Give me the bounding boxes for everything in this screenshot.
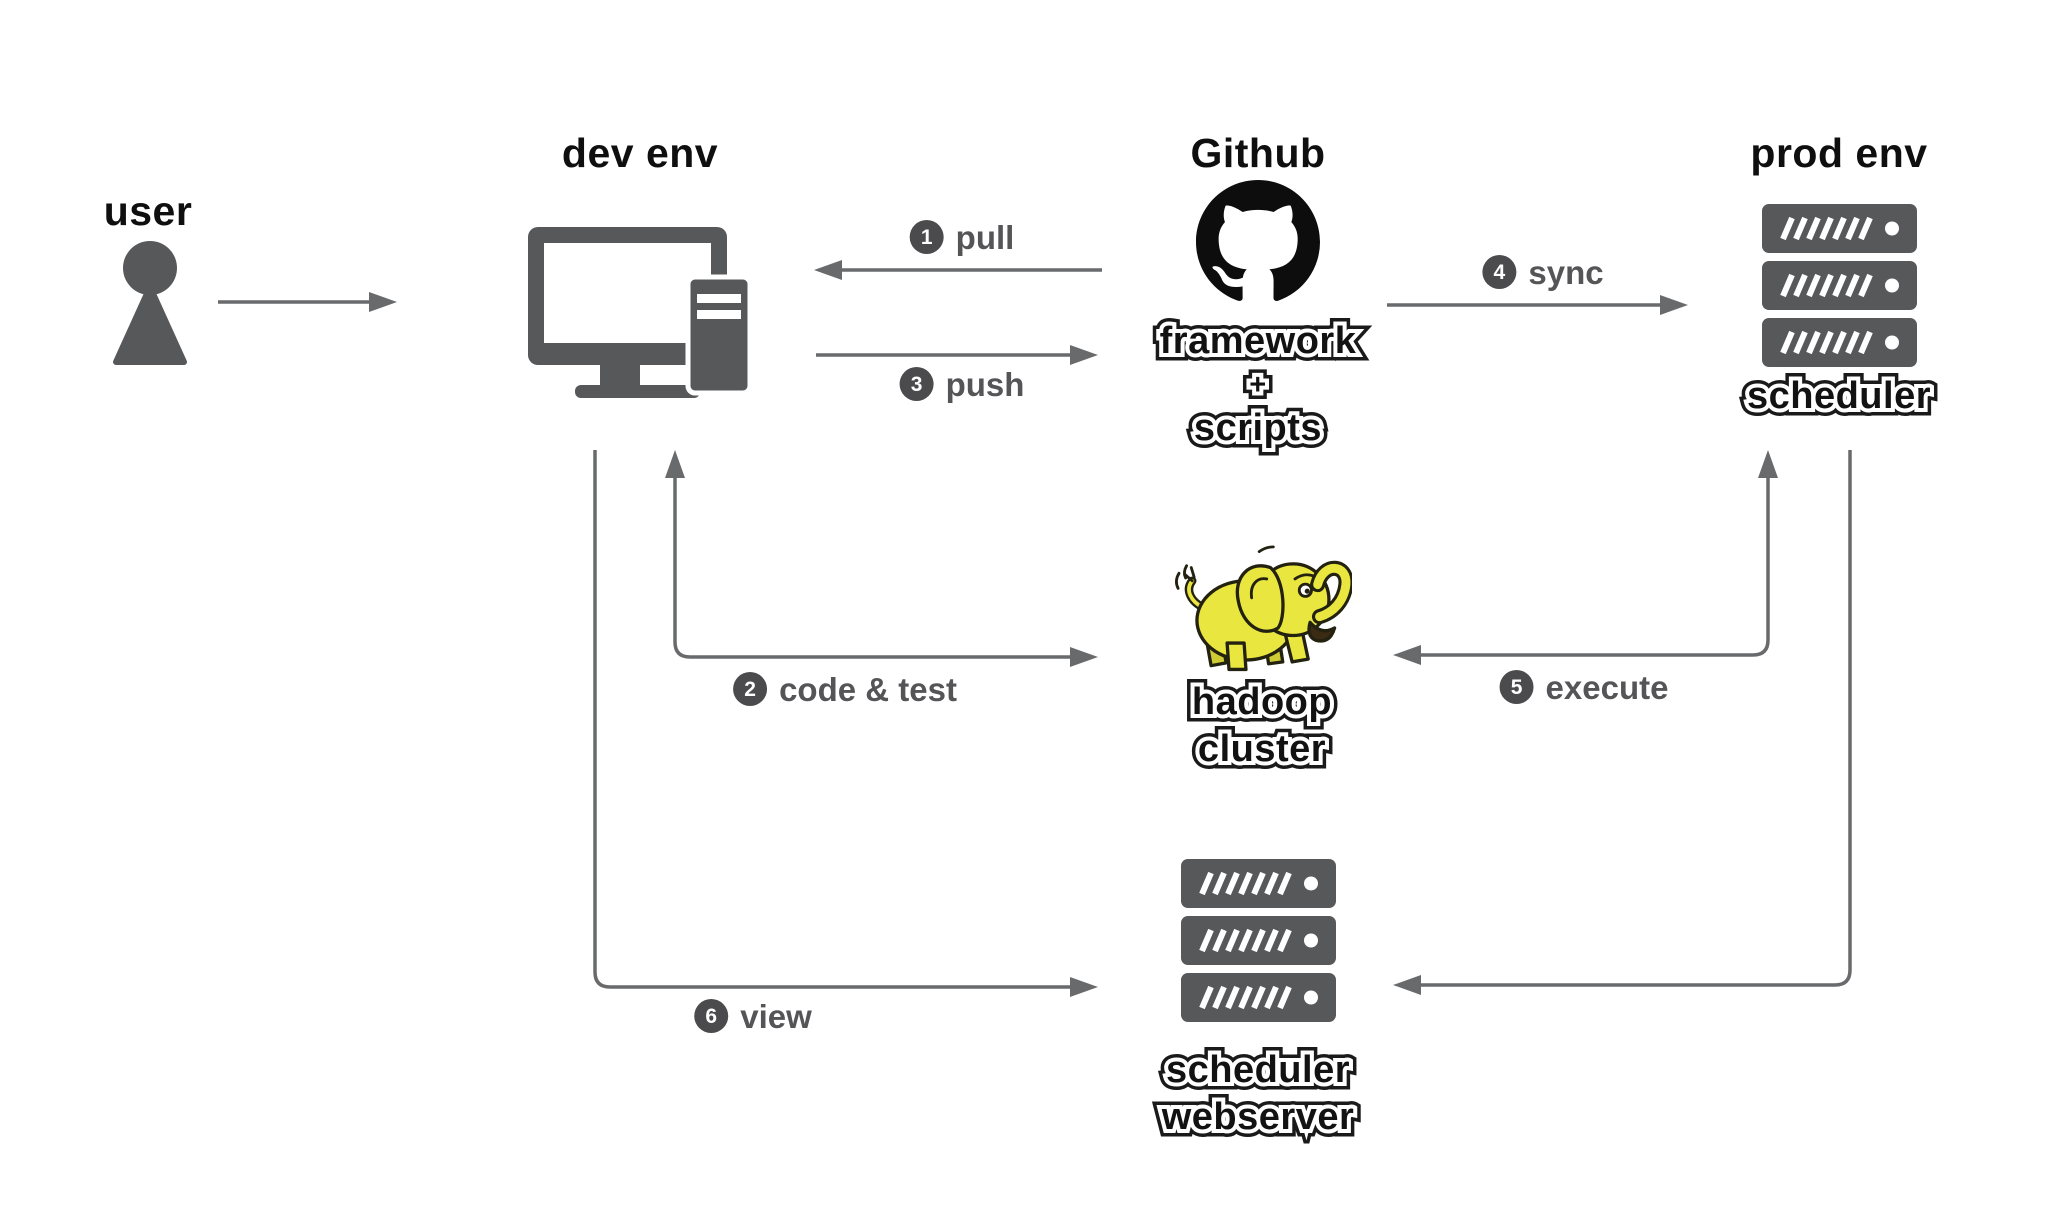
arrow-pull: [814, 260, 1102, 280]
dev-env-title: dev env: [561, 130, 719, 176]
arrow-execute: [1393, 450, 1778, 665]
arrow-view: [593, 450, 1098, 997]
person-icon: [113, 241, 187, 365]
arrow-code-and-test: [665, 450, 1098, 667]
flow-sync-number: 4: [1482, 255, 1517, 289]
flow-label-execute: 5 execute: [1499, 668, 1669, 706]
user-label: user: [103, 188, 193, 234]
scheduler-webserver-caption: scheduler webserver: [1162, 1047, 1355, 1141]
flow-label-pull: 1 pull: [909, 218, 1015, 256]
arrow-push: [816, 345, 1098, 365]
github-octocat-icon: [1196, 180, 1320, 301]
hadoop-cluster-caption: hadoop cluster: [1192, 679, 1332, 773]
flow-pull-number: 1: [909, 220, 944, 254]
webserver-caption-line2: webserver: [1162, 1094, 1355, 1141]
flow-view-number: 6: [694, 999, 729, 1033]
arrow-prod-to-webserver: [1393, 450, 1852, 995]
arrow-sync: [1387, 295, 1688, 315]
arrow-user-to-dev: [218, 292, 397, 312]
github-caption: framework + scripts: [1160, 318, 1357, 452]
github-caption-line1: framework: [1160, 318, 1357, 365]
flow-view-text: view: [740, 997, 812, 1035]
hadoop-elephant-icon: [1175, 545, 1352, 672]
github-title: Github: [1190, 130, 1326, 176]
flow-code-test-text: code & test: [779, 670, 957, 708]
server-stack-icon: [1761, 203, 1918, 368]
hadoop-caption-line1: hadoop: [1192, 679, 1332, 726]
prod-env-caption-line1: scheduler: [1747, 373, 1931, 420]
webserver-caption-line1: scheduler: [1162, 1047, 1355, 1094]
flow-sync-text: sync: [1528, 253, 1604, 291]
flow-execute-number: 5: [1499, 670, 1534, 704]
github-caption-line3: scripts: [1160, 405, 1357, 452]
prod-env-title: prod env: [1750, 130, 1928, 176]
server-stack-icon: [1180, 858, 1337, 1023]
prod-env-caption: scheduler: [1747, 373, 1931, 420]
flow-label-view: 6 view: [694, 999, 812, 1033]
flow-execute-text: execute: [1545, 668, 1669, 706]
flow-label-sync: 4 sync: [1482, 253, 1604, 291]
flow-code-test-number: 2: [733, 672, 768, 706]
flow-push-number: 3: [899, 367, 934, 401]
flow-label-push: 3 push: [899, 365, 1025, 403]
hadoop-caption-line2: cluster: [1192, 726, 1332, 773]
flow-pull-text: pull: [955, 218, 1015, 256]
desktop-computer-icon: [528, 227, 753, 398]
flow-label-code-and-test: 2 code & test: [733, 672, 957, 706]
flow-push-text: push: [945, 365, 1025, 403]
github-caption-line2: +: [1160, 365, 1357, 405]
